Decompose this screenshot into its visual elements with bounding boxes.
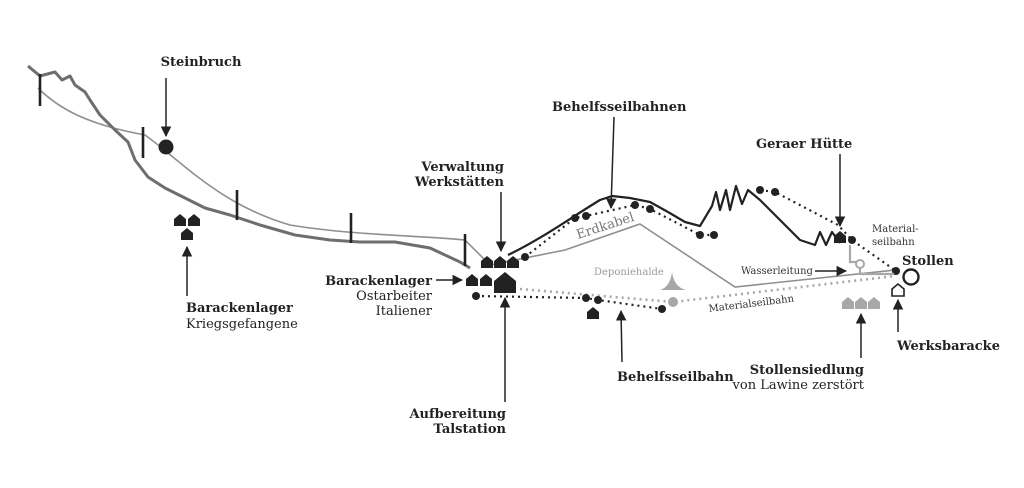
barackenlager-kgf-huts [174,214,200,240]
barackenlager-title: Barackenlager [325,274,432,289]
stollensiedlung-huts [842,297,880,309]
wasserleitung-pipe-2 [858,268,894,276]
stollensiedlung-sub: von Lawine zerstört [732,378,865,393]
talstation-label: Talstation [433,422,506,437]
behelfsseilbahnen-label: Behelfsseilbahnen [552,100,687,115]
materialseilbahn-low-label: Materialseilbahn [708,294,795,315]
wasserleitung-valve [855,259,865,269]
terrain-dark-line [27,64,471,270]
barackenlager-kgf-sub: Kriegsgefangene [186,317,298,332]
behelfsseilbahn-label: Behelfsseilbahn [617,370,734,385]
deponiehalde-label: Deponiehalde [594,267,664,278]
verwaltung-huts [481,256,519,268]
behelfsseilbahn-line [475,294,663,311]
wasserleitung-pipe [848,245,858,264]
materialseilbahn-line [519,274,896,304]
ostarbeiter-label: Ostarbeiter [356,289,433,304]
behelfsseilbahn-stations [472,292,666,313]
terrain-light-line [37,87,896,288]
material-label-line1: Material- [872,224,919,235]
werksbaracke-hut [891,282,905,297]
material-label-line2: seilbahn [872,237,915,248]
behelfsseilbahn-hut [587,307,599,319]
stollen-label: Stollen [902,254,954,269]
mountain-ridge-line [507,184,841,256]
aufbereitung-label: Aufbereitung [408,407,506,422]
geraer-huette-label: Geraer Hütte [756,137,852,152]
behelfsseilbahn-arrow [615,309,627,363]
barackenlager-huts [466,272,516,293]
behelfsseilbahnen-stations [521,201,718,261]
steinbruch-label: Steinbruch [161,55,242,70]
wasserleitung-label: Wasserleitung [741,266,814,277]
italiener-label: Italiener [376,304,433,319]
stollensiedlung-title: Stollensiedlung [750,363,864,378]
stollen-marker [902,268,920,286]
barackenlager-kgf-title: Barackenlager [186,301,293,316]
steinbruch-marker [158,139,174,155]
deponiehalde-mound [660,272,686,290]
werksbaracke-label: Werksbaracke [896,339,1000,354]
behelfsseilbahnen-arrow [606,116,617,210]
materialseilbahn-station [668,297,678,307]
verwaltung-label: Verwaltung [420,160,504,175]
werkstaetten-label: Werkstätten [414,175,505,190]
